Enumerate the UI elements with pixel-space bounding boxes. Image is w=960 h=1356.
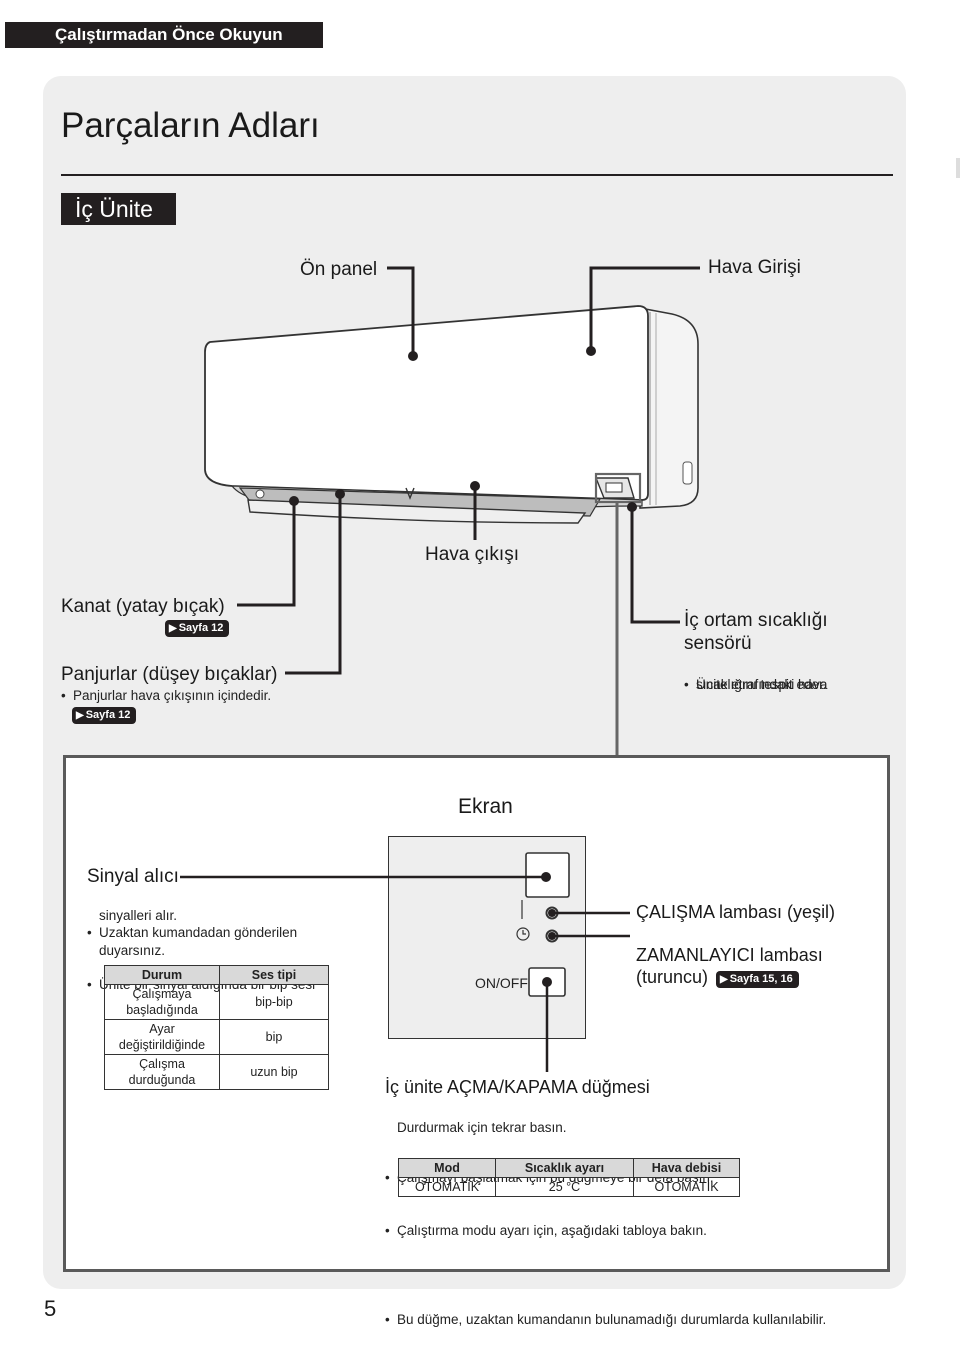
page-number: 5 bbox=[44, 1296, 57, 1321]
button-note3: Bu düğme, uzaktan kumandanın bulunamadığ… bbox=[385, 1311, 960, 1328]
louvers-page-ref[interactable]: ▶Sayfa 12 bbox=[72, 705, 137, 724]
flap-page-ref[interactable]: ▶Sayfa 12 bbox=[165, 618, 230, 637]
louvers-label: Panjurlar (düşey bıçaklar) bbox=[61, 664, 278, 685]
page-title: Parçaların Adları bbox=[61, 106, 320, 145]
sensor-note-line1: Ünite etrafındaki hava bbox=[684, 676, 960, 693]
beep-table-header-state: Durum bbox=[104, 965, 220, 985]
onoff-button[interactable] bbox=[529, 968, 565, 996]
receiver-label: Sinyal alıcı bbox=[87, 866, 179, 887]
mode-table-header-airflow: Hava debisi bbox=[633, 1158, 740, 1178]
timer-icon bbox=[516, 927, 530, 941]
onoff-label: ON/OFF bbox=[475, 975, 528, 991]
timer-page-ref[interactable]: ▶Sayfa 15, 16 bbox=[716, 969, 799, 988]
timer-lamp-label: ZAMANLAYICI lambası bbox=[636, 945, 823, 965]
receiver-note1-a: Uzaktan kumandadan gönderilen bbox=[87, 924, 960, 941]
arrow-right-icon: ▶ bbox=[76, 710, 84, 721]
sensor-label-line2: sensörü bbox=[684, 633, 752, 654]
louvers-note: Panjurlar hava çıkışının içindedir. bbox=[61, 687, 960, 704]
display-title: Ekran bbox=[458, 795, 513, 818]
page-edge-marker bbox=[956, 158, 960, 178]
button-note2: Çalıştırma modu ayarı için, aşağıdaki ta… bbox=[385, 1222, 960, 1239]
flap-label: Kanat (yatay bıçak) bbox=[61, 596, 225, 617]
section-header: Çalıştırmadan Önce Okuyun bbox=[5, 22, 323, 48]
unit-heading: İç Ünite bbox=[61, 193, 176, 225]
button-note1-b: Durdurmak için tekrar basın. bbox=[397, 1120, 567, 1135]
mode-table-header-temp: Sıcaklık ayarı bbox=[495, 1158, 634, 1178]
indoor-unit-illustration bbox=[204, 266, 700, 757]
air-outlet-label: Hava çıkışı bbox=[425, 544, 519, 565]
air-inlet-label: Hava Girişi bbox=[708, 257, 801, 278]
display-panel-drawing bbox=[180, 852, 630, 1072]
sensor-note-line2: sıcaklığını tespit eder. bbox=[696, 677, 827, 692]
title-divider bbox=[61, 174, 893, 176]
table-row: OTOMATİK 25 °C OTOMATİK bbox=[398, 1177, 740, 1197]
button-title: İç ünite AÇMA/KAPAMA düğmesi bbox=[385, 1077, 650, 1097]
mode-table: Mod Sıcaklık ayarı Hava debisi OTOMATİK … bbox=[398, 1158, 740, 1197]
front-panel-label: Ön panel bbox=[300, 259, 378, 280]
mode-table-header-mode: Mod bbox=[398, 1158, 496, 1178]
beep-table-header-sound: Ses tipi bbox=[219, 965, 329, 985]
timer-lamp-label-color: (turuncu) bbox=[636, 967, 709, 987]
arrow-right-icon: ▶ bbox=[169, 623, 177, 634]
arrow-right-icon: ▶ bbox=[720, 974, 728, 985]
sensor-label-line1: İç ortam sıcaklığı bbox=[684, 610, 828, 631]
receiver-note2-b: duyarsınız. bbox=[99, 943, 166, 958]
operation-lamp-label: ÇALIŞMA lambası (yeşil) bbox=[636, 902, 836, 922]
receiver-note1-b: sinyalleri alır. bbox=[99, 908, 178, 923]
